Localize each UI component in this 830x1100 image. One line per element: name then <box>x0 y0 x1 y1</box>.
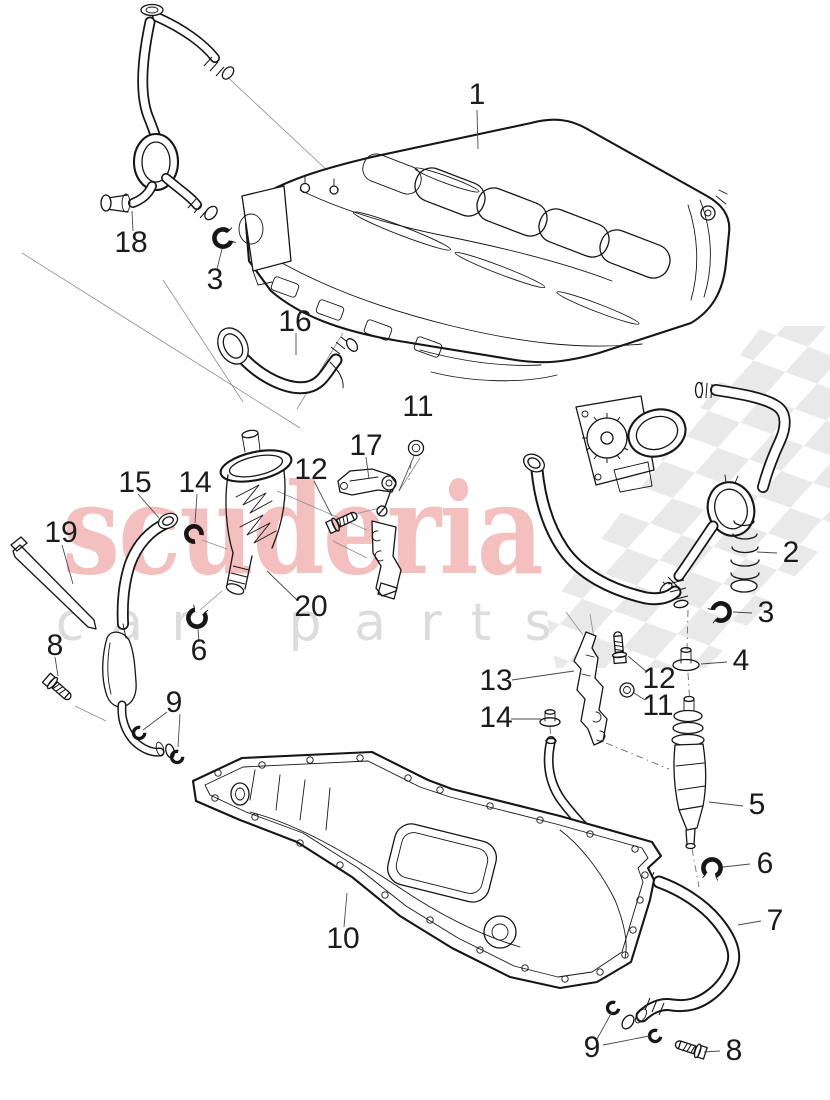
bolt-8-left-drawing <box>41 672 72 701</box>
bolt-12-left-drawing <box>325 511 358 535</box>
bolt-12-right-drawing <box>611 631 628 665</box>
bushing-14-right-drawing <box>539 709 561 727</box>
oil-pan-drawing <box>191 750 663 990</box>
part-callout-13: 13 <box>479 664 513 697</box>
part-callout-3: 3 <box>206 263 224 296</box>
part-callout-15: 15 <box>118 466 152 499</box>
part-callout-11: 11 <box>402 390 434 423</box>
brand-watermark: scuderia <box>62 457 542 603</box>
bracket-17-drawing <box>337 468 397 517</box>
clamp-6-left-drawing <box>186 604 209 629</box>
part-callout-11: 11 <box>642 689 674 722</box>
part-callout-8: 8 <box>725 1034 743 1067</box>
part-callout-9: 9 <box>165 686 183 719</box>
oil-pipe-15-drawing <box>102 512 179 759</box>
construction-lines <box>21 71 700 888</box>
bracket-13-drawing <box>573 631 608 746</box>
seal-ring-9-bottom-b <box>647 1028 663 1044</box>
part-callout-12: 12 <box>642 662 676 695</box>
breather-hose-2-drawing <box>659 381 791 597</box>
part-callout-4: 4 <box>732 644 750 677</box>
part-callout-8: 8 <box>46 629 64 662</box>
clamp-3-right-drawing <box>707 601 732 624</box>
part-callout-2: 2 <box>782 536 800 569</box>
center-vent-hose-drawing <box>523 453 689 609</box>
part-callout-7: 7 <box>766 904 784 937</box>
part-callout-6: 6 <box>190 634 208 667</box>
clamp-3-top-drawing <box>212 227 237 249</box>
valve-5-drawing <box>671 695 707 850</box>
part-callout-14: 14 <box>479 701 513 734</box>
part-callout-10: 10 <box>326 922 360 955</box>
seal-ring-9-bottom-a <box>605 1000 621 1016</box>
clamp-6-right-drawing <box>701 857 723 881</box>
part-callout-3: 3 <box>757 596 775 629</box>
nut-11-right-drawing <box>619 682 635 698</box>
nut-11-left-drawing <box>407 439 425 457</box>
part-callout-17: 17 <box>349 429 383 462</box>
connecting-hose-16-drawing <box>217 327 359 395</box>
grommet-4-drawing <box>672 647 700 672</box>
bolt-8-bottom-drawing <box>674 1040 708 1060</box>
part-callout-19: 19 <box>44 516 78 549</box>
part-callout-18: 18 <box>114 226 148 259</box>
part-callout-16: 16 <box>278 305 312 338</box>
part-callout-6: 6 <box>756 847 774 880</box>
part-callout-20: 20 <box>294 590 328 623</box>
seal-ring-9-left-b <box>169 749 185 765</box>
leader-lines <box>54 109 778 1053</box>
part-callout-5: 5 <box>748 788 766 821</box>
seal-ring-14-left-drawing <box>184 524 204 544</box>
cable-strap-19-drawing <box>10 536 97 630</box>
part-callout-9: 9 <box>583 1031 601 1064</box>
intake-manifold-drawing <box>238 118 731 493</box>
bracket-lower-drawing <box>371 520 402 600</box>
part-callout-12: 12 <box>294 453 328 486</box>
breather-hose-18-drawing <box>100 3 235 221</box>
vent-hose-7-drawing <box>621 861 741 1030</box>
seal-ring-9-left-a <box>131 725 147 741</box>
pcv-valve-drawing <box>219 429 293 595</box>
part-callout-1: 1 <box>468 78 486 111</box>
part-callout-14: 14 <box>178 466 212 499</box>
